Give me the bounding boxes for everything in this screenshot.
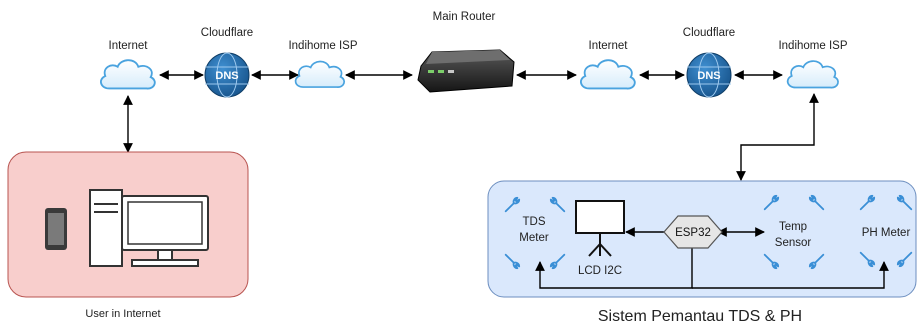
- esp32-chip: ESP32: [663, 215, 723, 249]
- router-label: Main Router: [433, 11, 496, 23]
- dns-globe-right: DNS: [686, 52, 732, 98]
- tds-label-line2: Meter: [519, 232, 549, 244]
- cloudflare-label-right: Cloudflare: [683, 27, 735, 39]
- internet-cloud-right: [579, 59, 636, 90]
- isp-cloud-right: [786, 60, 840, 89]
- internet-label-right: Internet: [589, 40, 629, 52]
- system-title: Sistem Pemantau TDS & PH: [598, 308, 802, 325]
- lcd-label: LCD I2C: [578, 265, 622, 277]
- desktop-computer-icon: [89, 189, 209, 267]
- internet-cloud-left: [99, 59, 156, 90]
- link-esp-tds: [535, 248, 693, 289]
- link-isp-system: [736, 93, 819, 181]
- isp-label-left: Indihome ISP: [288, 40, 357, 52]
- internet-label-left: Internet: [109, 40, 149, 52]
- link-esp-ph: [692, 261, 889, 289]
- dns-globe-left: DNS: [204, 52, 250, 98]
- ph-label: PH Meter: [862, 227, 911, 239]
- dns-badge-left: DNS: [215, 70, 238, 82]
- user-box-label: User in Internet: [85, 308, 160, 320]
- lcd-display-icon: [575, 200, 625, 257]
- tds-label-line1: TDS: [523, 216, 546, 228]
- dns-badge-right: DNS: [697, 70, 720, 82]
- isp-label-right: Indihome ISP: [778, 40, 847, 52]
- temp-label-line2: Sensor: [775, 237, 812, 249]
- router-icon: [417, 49, 515, 93]
- isp-cloud-left: [294, 60, 346, 89]
- esp32-label: ESP32: [675, 227, 711, 239]
- temp-label-line1: Temp: [779, 221, 807, 233]
- cloudflare-label-left: Cloudflare: [201, 27, 253, 39]
- smartphone-icon: [45, 208, 67, 250]
